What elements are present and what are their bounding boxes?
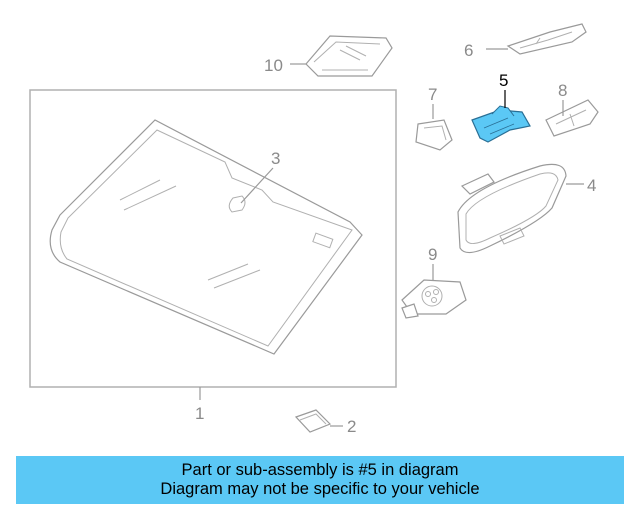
callout-1: 1 — [195, 404, 204, 423]
info-banner: Part or sub-assembly is #5 in diagram Di… — [16, 456, 624, 504]
windshield-glass — [49, 119, 363, 355]
leader-line-3 — [240, 167, 274, 204]
reflection-line — [123, 185, 177, 211]
windshield-inner-edge — [59, 129, 353, 347]
sensor-pad — [312, 232, 334, 249]
reflection-line — [213, 269, 261, 289]
part-2: 2 — [294, 409, 356, 436]
part-9: 9 — [401, 245, 467, 319]
callout-10: 10 — [264, 56, 283, 75]
windshield-group: 1 — [29, 89, 397, 423]
part-10: 10 — [264, 35, 393, 77]
part-8: 8 — [545, 81, 599, 137]
reflection-line — [207, 263, 249, 281]
windshield-frame — [29, 89, 397, 388]
callout-2: 2 — [347, 417, 356, 436]
callout-4: 4 — [587, 176, 596, 195]
callout-5: 5 — [499, 71, 508, 90]
callout-8: 8 — [558, 81, 567, 100]
reflection-line — [119, 179, 161, 201]
part-5-highlighted[interactable]: 5 — [471, 71, 531, 143]
mirror-mount-outline — [228, 195, 246, 213]
parts-diagram: 1 3 2 10 6 7 5 — [29, 23, 599, 436]
callout-6: 6 — [464, 41, 473, 60]
callout-9: 9 — [428, 245, 437, 264]
part-6: 6 — [464, 23, 587, 60]
callout-3: 3 — [271, 149, 280, 168]
part-7: 7 — [415, 85, 453, 151]
banner-line-1: Part or sub-assembly is #5 in diagram — [181, 461, 459, 479]
part-4-mirror: 4 — [457, 163, 596, 254]
callout-7: 7 — [428, 85, 437, 104]
banner-line-2: Diagram may not be specific to your vehi… — [160, 480, 480, 498]
